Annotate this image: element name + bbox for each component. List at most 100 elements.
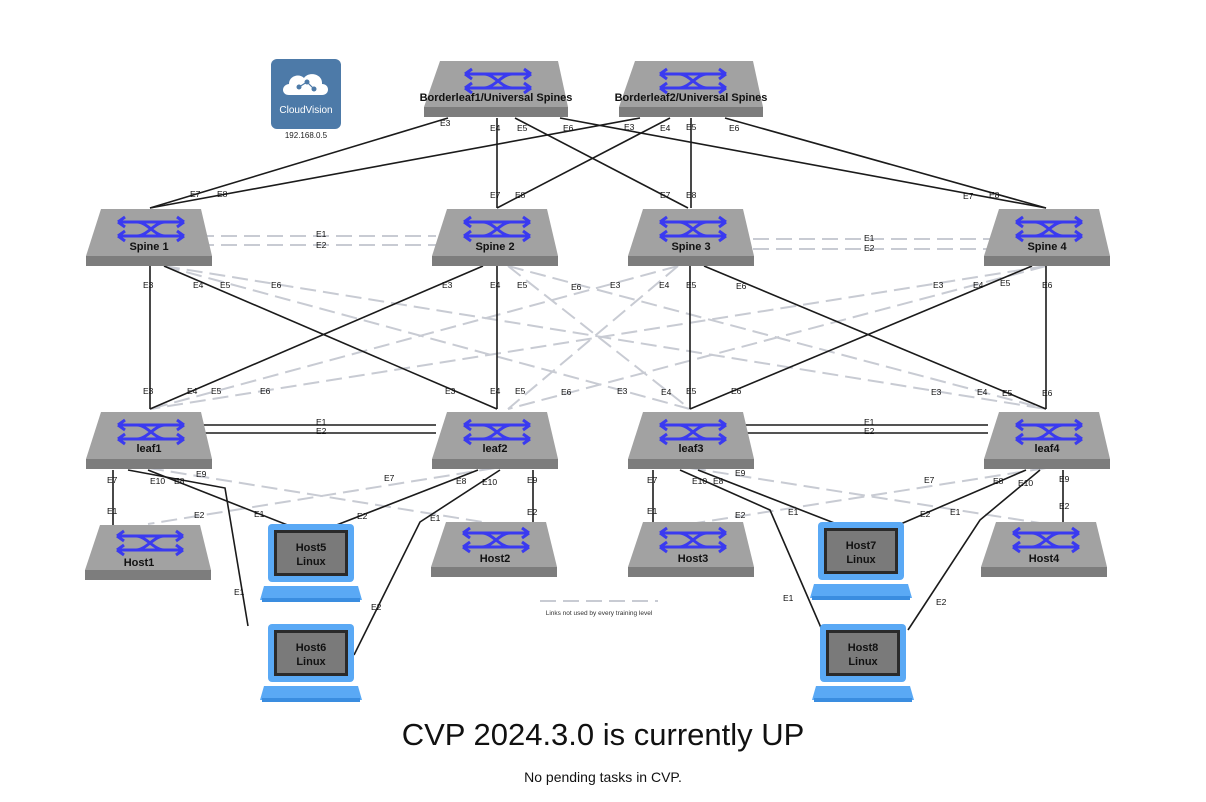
port-label: E6: [271, 280, 282, 290]
laptop-host6[interactable]: Host6 Linux: [260, 624, 362, 702]
laptop-host5[interactable]: Host5 Linux: [260, 524, 362, 602]
port-label: E10: [1018, 478, 1033, 488]
port-label: E7: [647, 475, 658, 485]
port-label: E1: [950, 507, 961, 517]
port-label: E4: [490, 123, 501, 133]
port-label: E2: [357, 511, 368, 521]
switch-leaf2[interactable]: leaf2: [432, 412, 558, 469]
device-label: Spine 2: [475, 241, 514, 253]
host-name: Host7: [846, 540, 877, 552]
port-label: E7: [107, 475, 118, 485]
host-name: Host6: [296, 642, 327, 654]
port-label: E7: [384, 473, 395, 483]
host-os: Linux: [846, 554, 876, 566]
port-label: E8: [686, 190, 697, 200]
port-label: E3: [442, 280, 453, 290]
port-label: E2: [936, 597, 947, 607]
switch-spine2[interactable]: Spine 2: [432, 209, 558, 266]
port-label: E8: [217, 189, 228, 199]
port-label: E2: [735, 510, 746, 520]
port-label: E6: [729, 123, 740, 133]
network-topology-diagram: Borderleaf1/Universal Spines Borderleaf2…: [85, 59, 1110, 702]
switch-host2[interactable]: Host2: [431, 522, 557, 577]
port-label: E10: [150, 476, 165, 486]
port-label: E4: [193, 280, 204, 290]
cloudvision-ip: 192.168.0.5: [285, 131, 328, 140]
port-label: E5: [1000, 278, 1011, 288]
port-label: E4: [973, 280, 984, 290]
port-label: E6: [1042, 280, 1053, 290]
host-name: Host5: [296, 542, 327, 554]
cvp-status-title: CVP 2024.3.0 is currently UP: [401, 717, 805, 752]
port-label: E7: [924, 475, 935, 485]
port-label: E5: [1002, 388, 1013, 398]
port-label: E2: [316, 426, 327, 436]
port-label: E7: [490, 190, 501, 200]
port-label: E3: [931, 387, 942, 397]
device-label: Host2: [480, 553, 511, 565]
device-label: leaf1: [136, 443, 161, 455]
port-label: E2: [864, 243, 875, 253]
laptop-host7[interactable]: Host7 Linux: [810, 522, 912, 600]
cloudvision-name: CloudVision: [279, 105, 332, 116]
port-label: E5: [686, 280, 697, 290]
port-label: E5: [211, 386, 222, 396]
switch-spine1[interactable]: Spine 1: [86, 209, 212, 266]
port-label: E9: [735, 468, 746, 478]
port-label: E1: [107, 506, 118, 516]
laptop-host8[interactable]: Host8 Linux: [812, 624, 914, 702]
port-label: E10: [692, 476, 707, 486]
port-label: E8: [713, 476, 724, 486]
port-label: E1: [234, 587, 245, 597]
switch-host1[interactable]: Host1: [85, 525, 211, 580]
switch-leaf3[interactable]: leaf3: [628, 412, 754, 469]
host-os: Linux: [296, 656, 326, 668]
solid-links: [112, 117, 1064, 656]
port-label: E7: [190, 189, 201, 199]
dashed-links: [147, 235, 1047, 602]
switch-host3[interactable]: Host3: [628, 522, 754, 577]
port-label: E2: [371, 602, 382, 612]
switch-borderleaf1[interactable]: Borderleaf1/Universal Spines: [420, 59, 573, 117]
switch-spine4[interactable]: Spine 4: [984, 209, 1110, 266]
switch-spine3[interactable]: Spine 3: [628, 209, 754, 266]
device-label: Spine 4: [1027, 241, 1067, 253]
port-label: E4: [660, 123, 671, 133]
port-label: E7: [660, 190, 671, 200]
port-label: E3: [933, 280, 944, 290]
port-label: E3: [617, 386, 628, 396]
port-label: E4: [661, 387, 672, 397]
port-label: E6: [561, 387, 572, 397]
port-label: E1: [864, 417, 875, 427]
port-label: E6: [260, 386, 271, 396]
port-label: E6: [563, 123, 574, 133]
port-label: E2: [527, 507, 538, 517]
cloudvision-node[interactable]: CloudVision 192.168.0.5: [271, 59, 341, 140]
port-label: E1: [864, 233, 875, 243]
port-label: E2: [316, 240, 327, 250]
switch-borderleaf2[interactable]: Borderleaf2/Universal Spines: [615, 61, 768, 117]
port-label: E9: [527, 475, 538, 485]
host-os: Linux: [296, 556, 326, 568]
port-label: E5: [220, 280, 231, 290]
port-label: E2: [194, 510, 205, 520]
device-label: Spine 1: [129, 241, 168, 253]
port-label: E4: [187, 386, 198, 396]
port-label: E2: [864, 426, 875, 436]
device-label: Host1: [124, 557, 155, 569]
switch-leaf4[interactable]: leaf4: [984, 412, 1110, 469]
port-label: E1: [316, 229, 327, 239]
port-label: E4: [490, 280, 501, 290]
device-label: Spine 3: [671, 241, 710, 253]
port-label: E3: [445, 386, 456, 396]
port-label: E5: [686, 122, 697, 132]
port-label: E3: [143, 280, 154, 290]
port-label: E3: [143, 386, 154, 396]
switch-host4[interactable]: Host4: [981, 522, 1107, 577]
port-label: E1: [788, 507, 799, 517]
switch-leaf1[interactable]: leaf1: [86, 412, 212, 469]
device-label: Borderleaf1/Universal Spines: [420, 92, 573, 104]
port-label: E9: [196, 469, 207, 479]
port-label: E4: [977, 387, 988, 397]
port-label: E1: [430, 513, 441, 523]
